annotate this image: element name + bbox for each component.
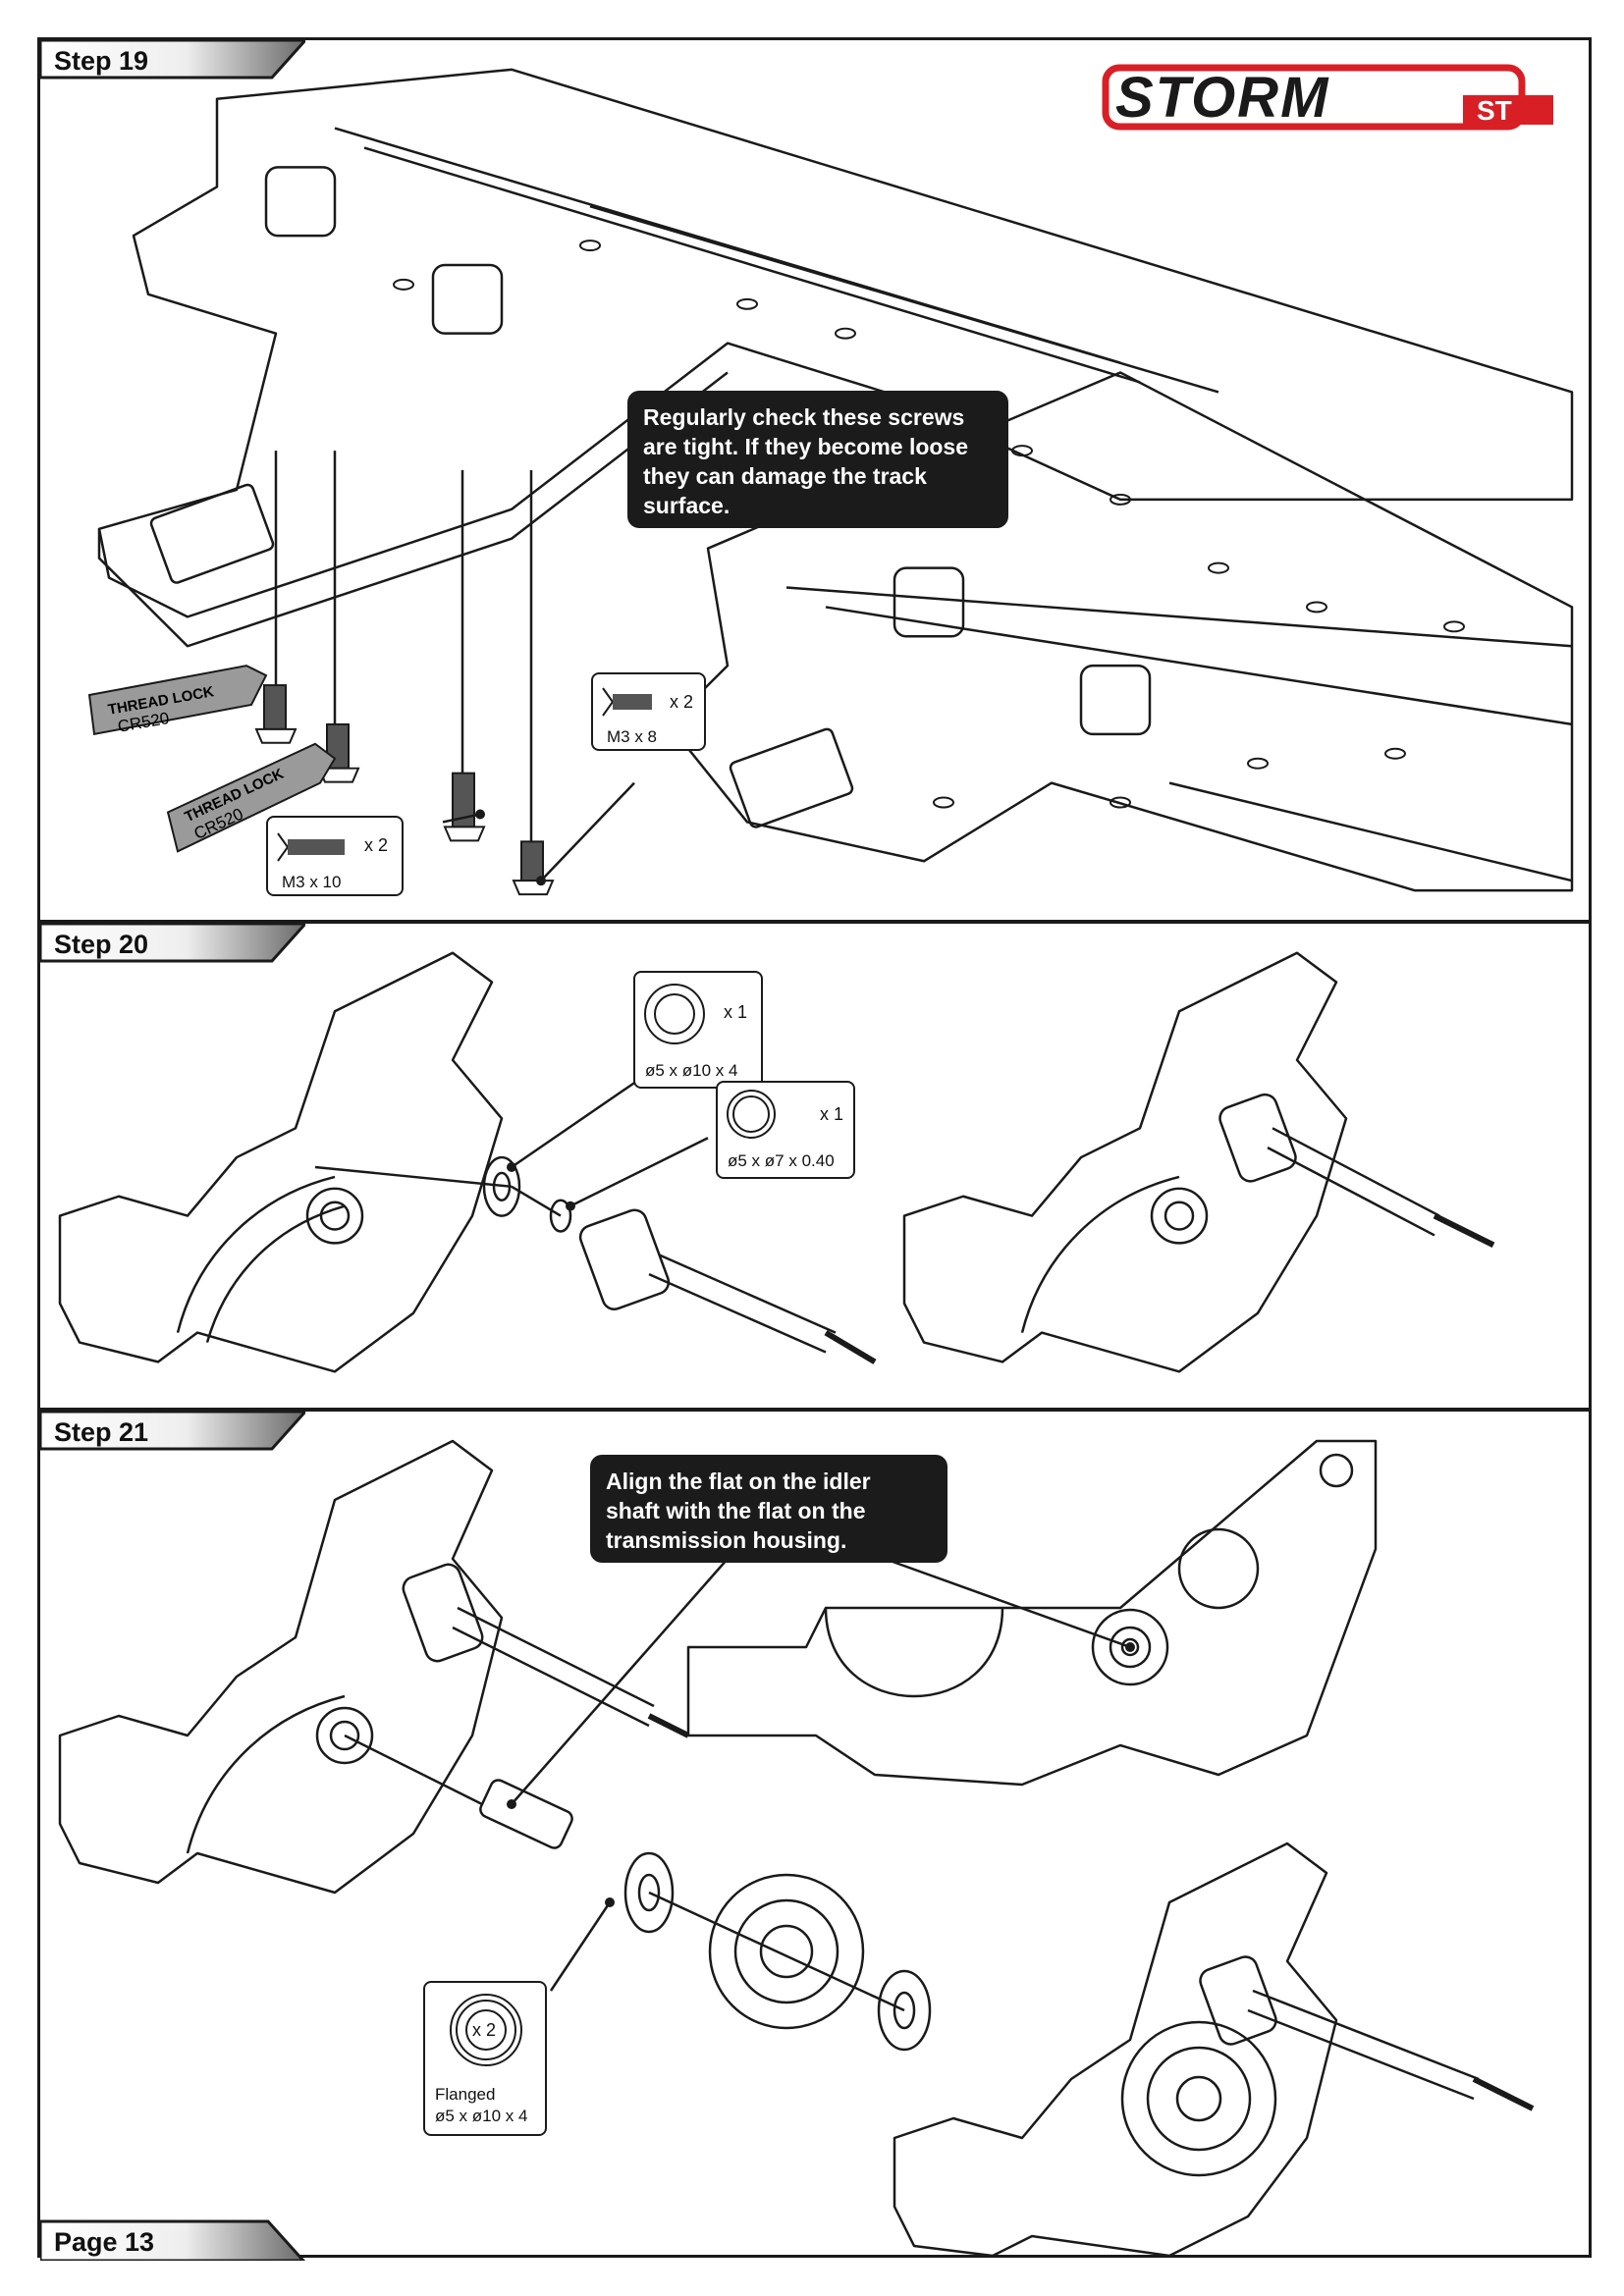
- qty-label: x 2: [670, 692, 694, 712]
- page-number: Page 13: [54, 2227, 155, 2257]
- size-label: ø5 x ø7 x 0.40: [728, 1151, 835, 1170]
- size-label: ø5 x ø10 x 4: [435, 2107, 528, 2125]
- step-19-tab: Step 19: [40, 40, 305, 80]
- qty-label: x 1: [724, 1002, 748, 1022]
- countersunk-screw-icon: [602, 687, 652, 717]
- qty-label: x 1: [820, 1104, 844, 1124]
- page-number-tab: Page 13: [40, 2219, 305, 2261]
- step-20-tab: Step 20: [40, 924, 305, 963]
- step-label: Step 19: [54, 46, 149, 76]
- storm-st-logo: STORM ST: [1100, 52, 1561, 140]
- step-20-panel: Step 20: [40, 924, 1589, 1412]
- svg-text:STORM: STORM: [1115, 66, 1329, 130]
- size-label: M3 x 10: [282, 873, 342, 891]
- size-label: ø5 x ø10 x 4: [645, 1061, 738, 1080]
- note-line: Regularly check these screws: [643, 404, 965, 430]
- step-21-align-note: Align the flat on the idler shaft with t…: [590, 1455, 947, 1563]
- step-21-panel: Step 21: [40, 1412, 1589, 2261]
- type-label: Flanged: [435, 2085, 496, 2104]
- countersunk-screw-icon: [277, 832, 345, 862]
- chassis-assembly-drawing: THREAD LOCK CR520 THREAD LOCK CR520: [87, 68, 1574, 896]
- transmission-case-drawing: [58, 951, 1495, 1373]
- bearing-5x10x4-callout: x 1 ø5 x ø10 x 4: [633, 971, 763, 1089]
- step-19-warning-note: Regularly check these screws are tight. …: [627, 391, 1008, 528]
- shim-icon: [727, 1090, 776, 1139]
- step-label: Step 21: [54, 1417, 149, 1447]
- shim-5x7x040-callout: x 1 ø5 x ø7 x 0.40: [716, 1081, 855, 1179]
- step-21-tab: Step 21: [40, 1412, 305, 1451]
- note-line: shaft with the flat on the: [606, 1498, 866, 1523]
- flanged-bearing-callout: x 2 Flanged ø5 x ø10 x 4: [423, 1981, 547, 2136]
- size-label: M3 x 8: [607, 727, 658, 746]
- page-frame: Step 19 STORM ST: [37, 37, 1592, 2261]
- svg-text:ST: ST: [1477, 95, 1512, 126]
- note-line: Align the flat on the idler: [606, 1468, 871, 1494]
- qty-label: x 2: [472, 2020, 497, 2040]
- screw-m3x8-callout: x 2 M3 x 8: [591, 672, 706, 751]
- note-line: they can damage the track: [643, 463, 927, 489]
- screw-m3x10-callout: x 2 M3 x 10: [266, 816, 404, 896]
- bearing-icon: [644, 984, 705, 1044]
- note-line: are tight. If they become loose: [643, 434, 969, 459]
- flanged-bearing-icon: [450, 1994, 522, 2066]
- note-line: surface.: [643, 493, 731, 518]
- qty-label: x 2: [364, 835, 389, 855]
- step-19-panel: Step 19 STORM ST: [40, 40, 1589, 924]
- step-label: Step 20: [54, 930, 149, 959]
- idler-gear-assembly-drawing: [58, 1439, 1535, 2258]
- note-line: transmission housing.: [606, 1527, 847, 1553]
